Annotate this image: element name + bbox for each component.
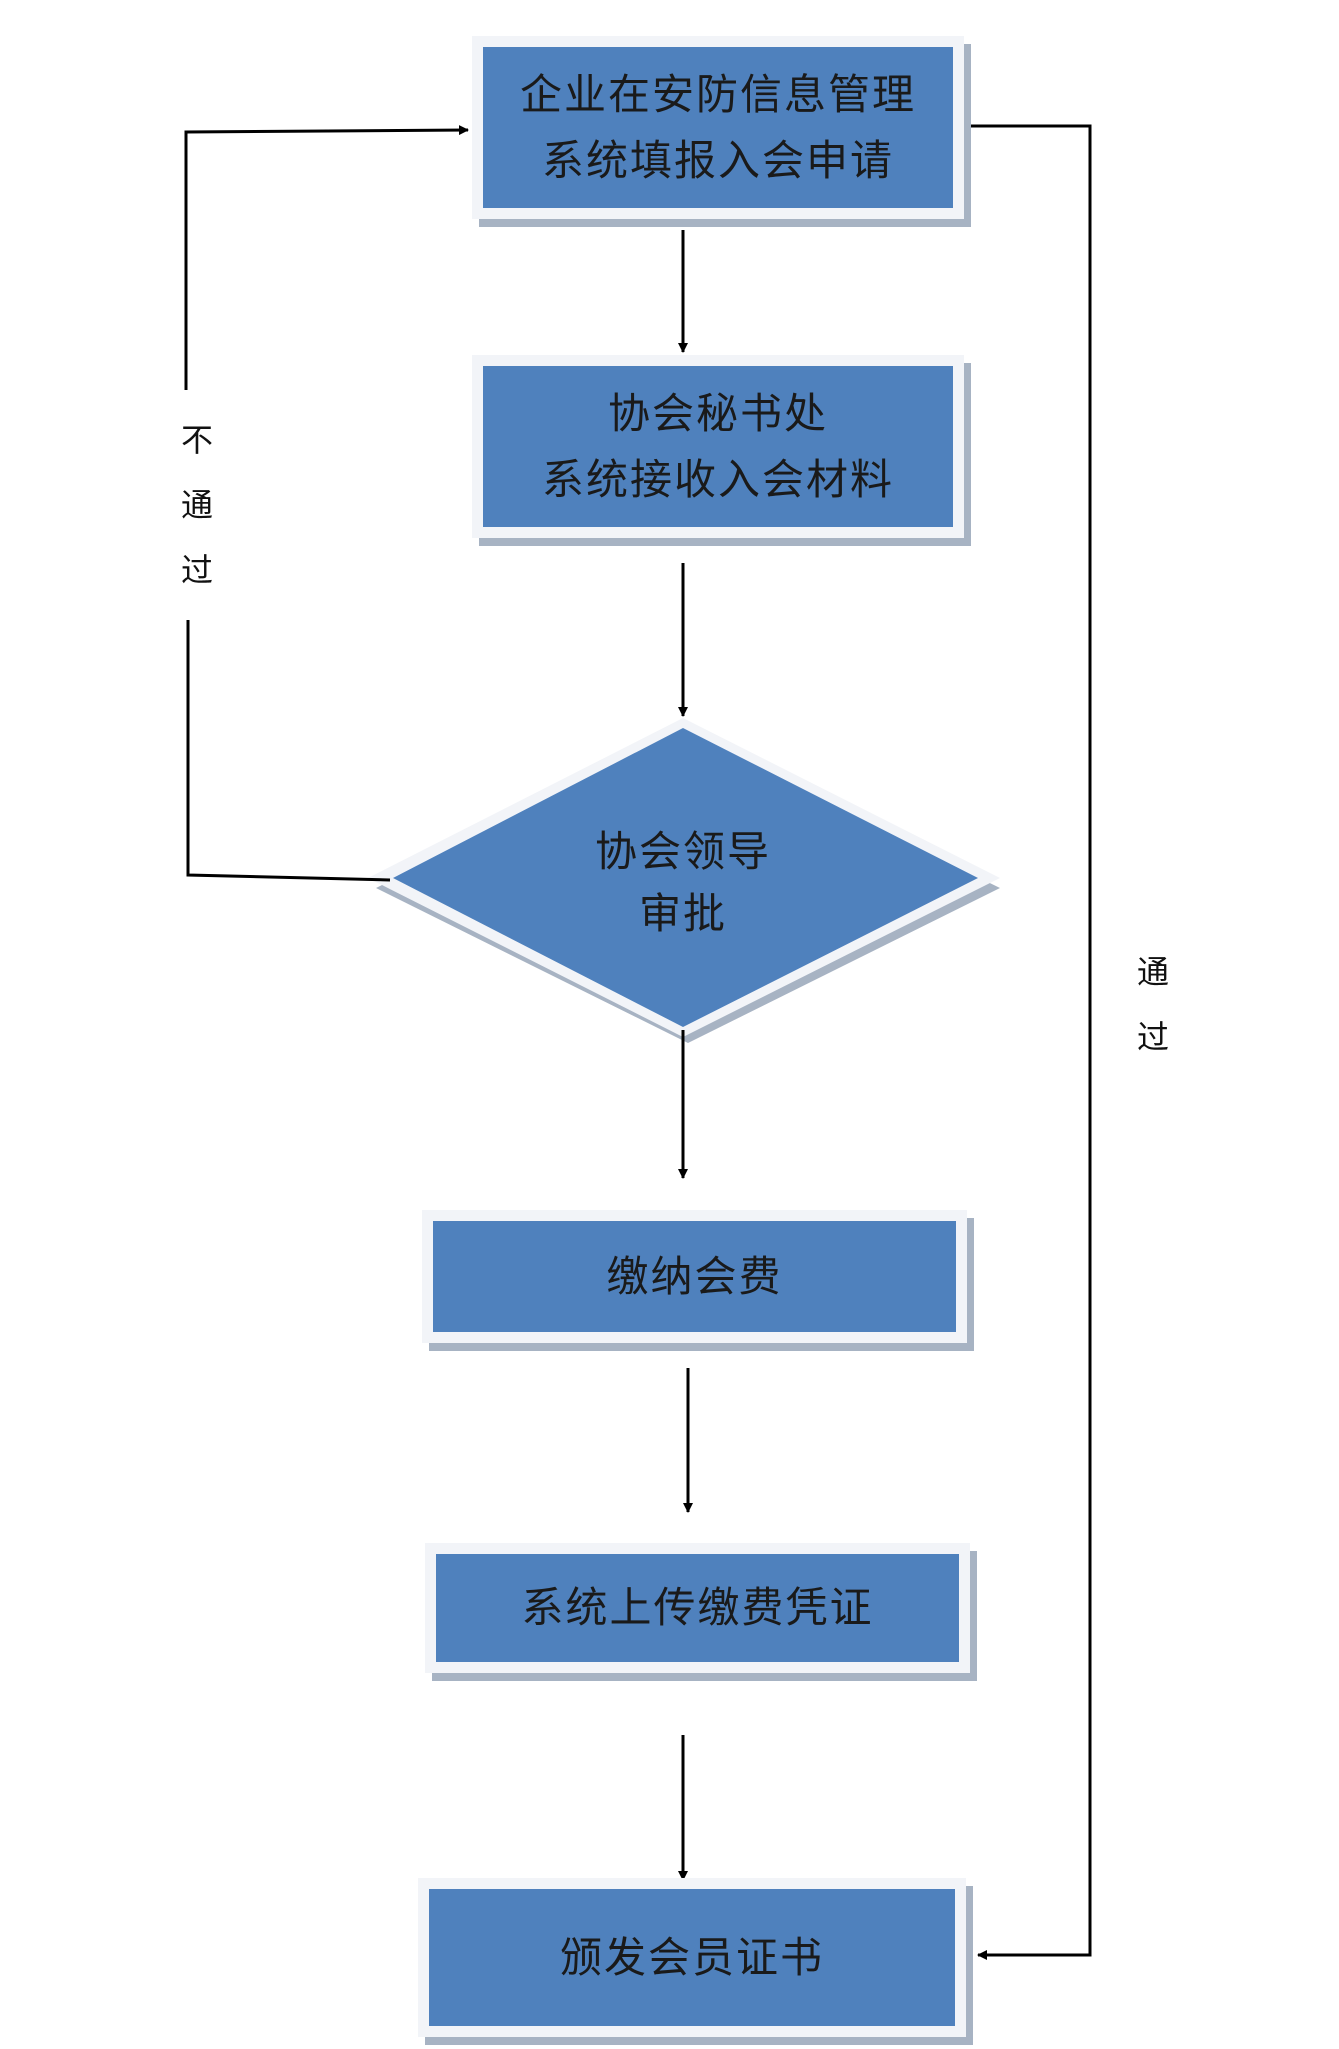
step-issue-certificate: 颁发会员证书 <box>418 1878 966 2037</box>
step-receive-materials-line2: 系统接收入会材料 <box>541 454 894 504</box>
step-pay-fee: 缴纳会费 <box>422 1210 967 1343</box>
step-issue-certificate-label: 颁发会员证书 <box>559 1932 824 1982</box>
step-receive-materials-line1: 协会秘书处 <box>607 388 828 438</box>
approve-label-char-1: 通 <box>1136 953 1169 991</box>
decision-label-line1: 协会领导 <box>594 827 771 876</box>
reject-label-char-1: 不 <box>180 421 213 459</box>
step-submit-application-line2: 系统填报入会申请 <box>541 135 894 185</box>
reject-label-char-2: 通 <box>180 486 213 524</box>
approve-label: 通 过 <box>1128 940 1178 1070</box>
reject-path-upper <box>184 125 469 390</box>
step-receive-materials: 协会秘书处 系统接收入会材料 <box>472 355 964 538</box>
approve-path <box>968 124 1092 1960</box>
step-upload-receipt-label: 系统上传缴费凭证 <box>521 1583 874 1632</box>
decision-label-line2: 审批 <box>638 889 727 938</box>
reject-label: 不 通 过 <box>172 408 222 603</box>
approve-label-char-2: 过 <box>1136 1018 1169 1056</box>
step-submit-application: 企业在安防信息管理 系统填报入会申请 <box>472 36 964 219</box>
decision-label: 协会领导 审批 <box>503 818 863 948</box>
step-upload-receipt: 系统上传缴费凭证 <box>425 1543 970 1673</box>
step-submit-application-line1: 企业在安防信息管理 <box>519 69 916 119</box>
decision-diamond <box>393 728 978 1027</box>
step-pay-fee-label: 缴纳会费 <box>606 1251 783 1301</box>
reject-label-char-3: 过 <box>180 551 213 589</box>
reject-path-lower <box>186 620 391 882</box>
